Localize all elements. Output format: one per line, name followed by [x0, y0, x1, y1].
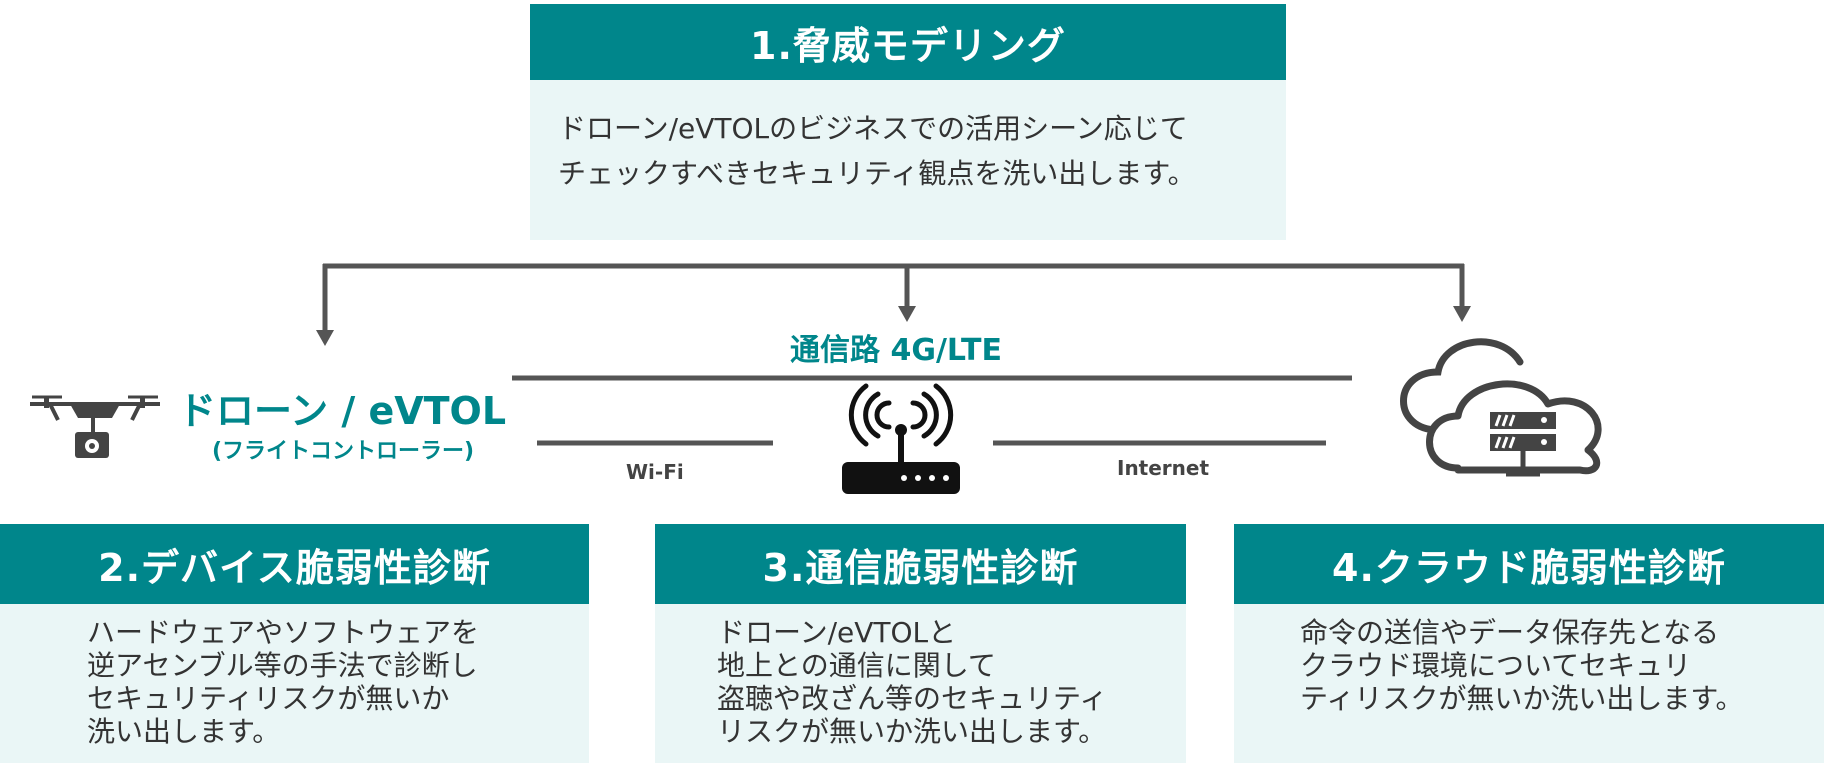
- communication-assessment-title: 3.通信脆弱性診断: [655, 524, 1186, 604]
- communication-assessment-description: ドローン/eVTOLと 地上との通信に関して 盗聴や改ざん等のセキュリティ リス…: [655, 604, 1186, 763]
- device-subtitle: (フライトコントローラー): [212, 439, 475, 464]
- cloud-server-icon: [1400, 338, 1602, 477]
- branch-arrows: [322, 263, 1465, 332]
- arrowhead-comm: [898, 306, 916, 322]
- device-title: ドローン / eVTOL: [178, 389, 507, 433]
- cloud-assessment-title: 4.クラウド脆弱性診断: [1234, 524, 1824, 604]
- arrowhead-cloud: [1453, 306, 1471, 322]
- arrowhead-device: [316, 330, 334, 346]
- drone-icon: [30, 395, 160, 458]
- wifi-link-label: Wi-Fi: [626, 460, 684, 484]
- internet-link-label: Internet: [1117, 456, 1210, 480]
- router-icon: [842, 383, 960, 494]
- cloud-assessment-description: 命令の送信やデータ保存先となる クラウド環境についてセキュリ ティリスクが無いか…: [1234, 604, 1824, 763]
- branch-arrowheads: [316, 306, 1471, 346]
- threat-modeling-description: ドローン/eVTOLのビジネスでの活用シーン応じて チェックすべきセキュリティ観…: [530, 80, 1286, 240]
- device-assessment-description: ハードウェアやソフトウェアを 逆アセンブル等の手法で診断し セキュリティリスクが…: [0, 604, 589, 763]
- device-assessment-title: 2.デバイス脆弱性診断: [0, 524, 589, 604]
- threat-modeling-title: 1.脅威モデリング: [530, 4, 1286, 80]
- lte-link-label: 通信路 4G/LTE: [790, 333, 1003, 368]
